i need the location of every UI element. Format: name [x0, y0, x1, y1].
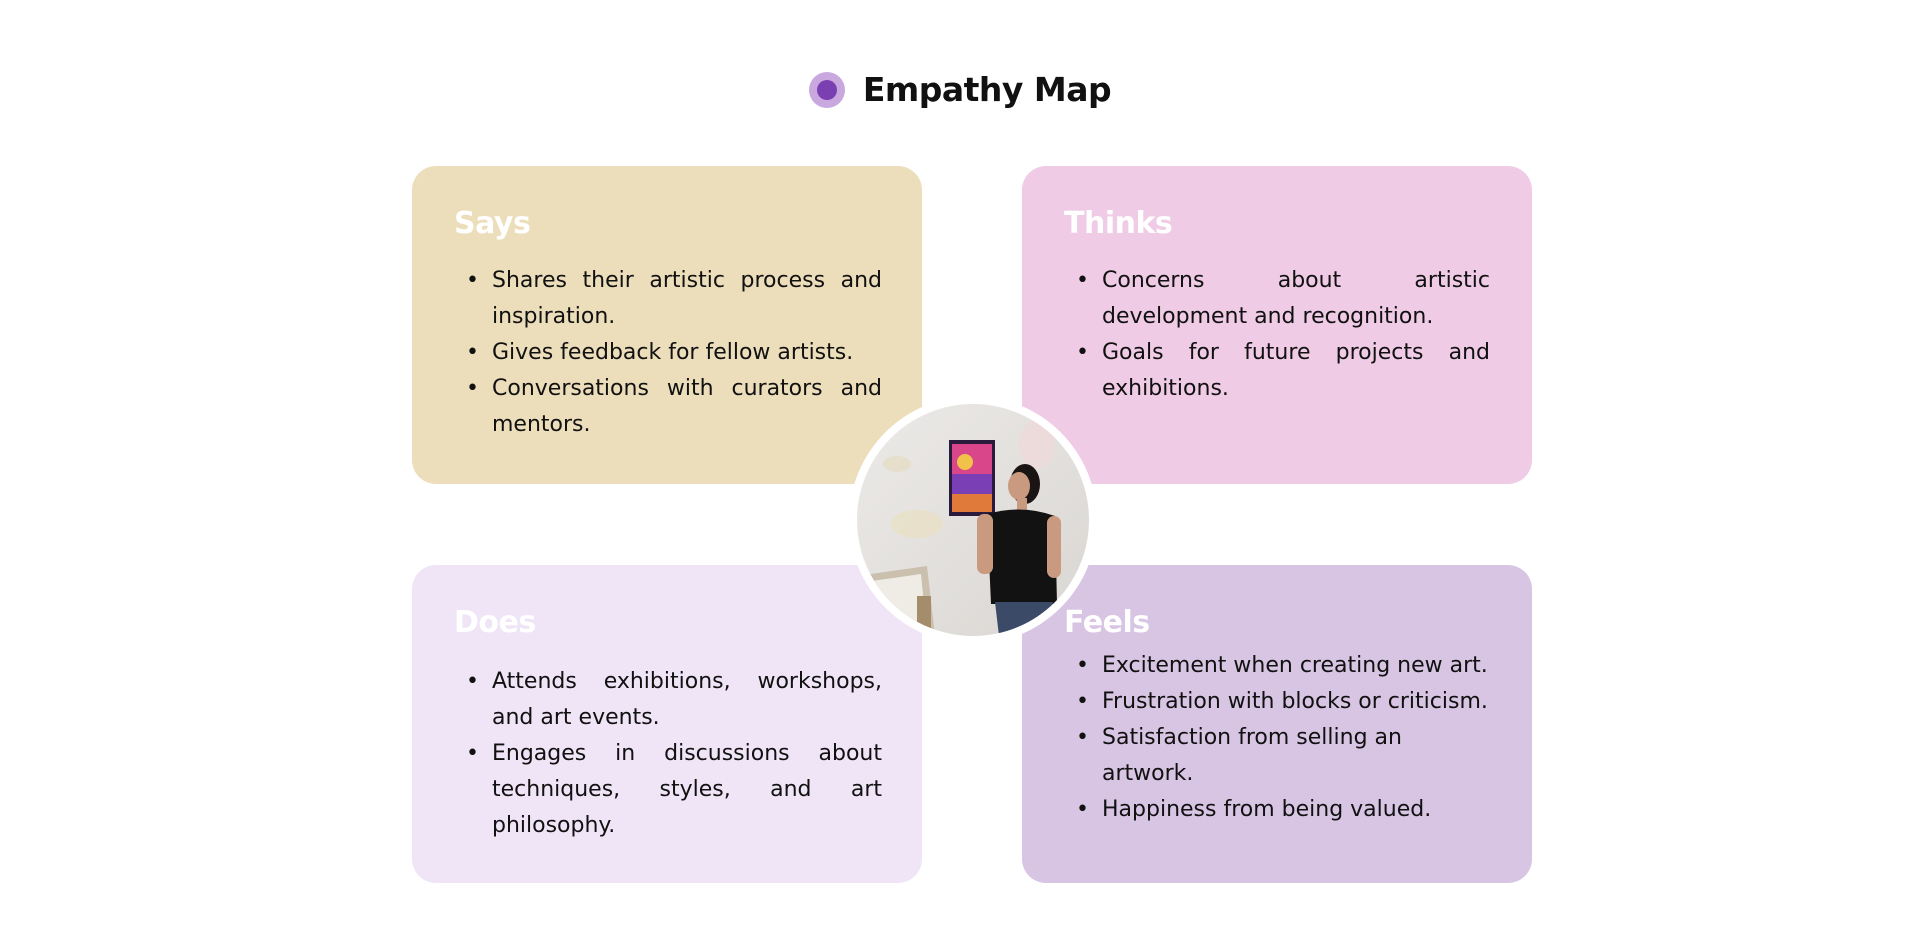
says-heading: Says	[454, 206, 531, 241]
photo-illustration	[857, 404, 1089, 636]
person-photo-icon	[857, 404, 1089, 636]
list-item: Excitement when creating new art.	[1064, 648, 1500, 684]
list-item: Happiness from being valued.	[1064, 792, 1500, 828]
list-item: Goals for future projects and exhibition…	[1064, 335, 1490, 407]
list-item: Satisfaction from selling an artwork.	[1064, 720, 1500, 792]
thinks-card: Thinks Concerns about artistic developme…	[1022, 166, 1532, 484]
does-card: Does Attends exhibitions, workshops, and…	[412, 565, 922, 883]
thinks-list: Concerns about artistic development and …	[1064, 263, 1492, 407]
feels-heading: Feels	[1064, 605, 1150, 640]
does-list: Attends exhibitions, workshops, and art …	[454, 664, 882, 844]
center-photo-frame	[849, 396, 1097, 644]
list-item: Gives feedback for fellow artists.	[454, 335, 882, 371]
says-list: Shares their artistic process and inspir…	[454, 263, 882, 443]
list-item: Conversations with curators and mentors.	[454, 371, 882, 443]
does-heading: Does	[454, 605, 536, 640]
list-item: Frustration with blocks or criticism.	[1064, 684, 1500, 720]
list-item: Engages in discussions about techniques,…	[454, 736, 882, 844]
feels-list: Excitement when creating new art. Frustr…	[1064, 648, 1500, 828]
title-dot-icon	[808, 71, 845, 108]
list-item: Attends exhibitions, workshops, and art …	[454, 664, 882, 736]
says-card: Says Shares their artistic process and i…	[412, 166, 922, 484]
page-header: Empathy Map	[0, 70, 1920, 109]
page-title: Empathy Map	[862, 70, 1112, 109]
list-item: Concerns about artistic development and …	[1064, 263, 1490, 335]
feels-card: Feels Excitement when creating new art. …	[1022, 565, 1532, 883]
list-item: Shares their artistic process and inspir…	[454, 263, 882, 335]
title-dot-inner	[816, 79, 837, 100]
thinks-heading: Thinks	[1064, 206, 1173, 241]
